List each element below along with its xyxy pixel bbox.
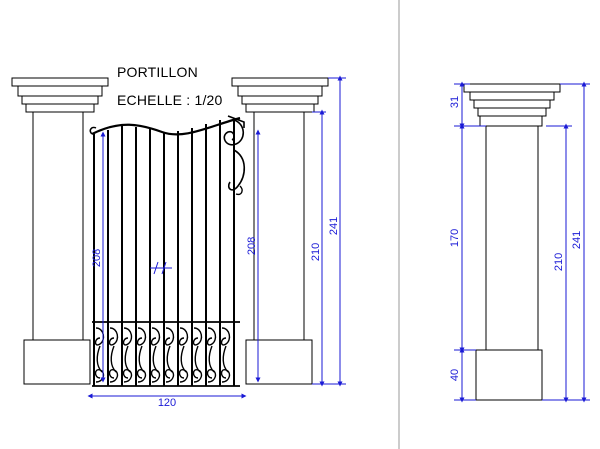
drawing-title: PORTILLON <box>117 64 198 80</box>
dim-side-shaft: 170 <box>449 229 461 247</box>
side-pillar-cap-band <box>469 91 555 101</box>
dim-side-cap: 31 <box>449 96 461 108</box>
gate-ornamental-panel <box>94 327 231 383</box>
gate <box>89 115 246 387</box>
left-pillar-cap-neck <box>21 95 99 105</box>
right-pillar-cap-band <box>237 85 323 97</box>
dim-total-height: 241 <box>328 217 340 235</box>
dim-side-total-height: 241 <box>571 231 583 249</box>
left-pillar <box>11 77 109 385</box>
gate-scroll <box>227 149 246 191</box>
gate-scroll <box>223 119 245 146</box>
dim-pillar-height: 210 <box>310 243 322 261</box>
front-dimensions <box>87 75 346 399</box>
gate-latch <box>150 261 172 275</box>
right-pillar-cap-top <box>231 77 329 87</box>
side-dimensions <box>454 81 590 403</box>
right-pillar-shaft <box>253 111 305 341</box>
gate-left-finial <box>89 126 97 135</box>
right-pillar-cap-lower <box>245 103 315 113</box>
side-pillar-cap-lower <box>477 107 547 117</box>
side-pillar <box>463 83 561 401</box>
side-pillar-cap-neck <box>473 99 551 109</box>
left-pillar-shaft <box>32 111 84 341</box>
dim-gate-left-height: 208 <box>91 249 103 267</box>
side-pillar-base <box>475 349 543 401</box>
side-pillar-shaft <box>485 125 539 351</box>
side-pillar-cap-bottom <box>479 115 543 127</box>
gate-scroll <box>235 185 243 196</box>
dim-side-base: 40 <box>449 369 461 381</box>
dim-side-pillar-height: 210 <box>553 253 565 271</box>
gate-top-rail <box>91 116 241 136</box>
left-pillar-base <box>23 339 91 385</box>
right-pillar-base <box>245 339 313 385</box>
dim-gate-width: 120 <box>158 397 176 409</box>
drawing-scale: ECHELLE : 1/20 <box>117 92 223 108</box>
gate-top-bracket <box>227 115 245 128</box>
side-pillar-cap-top <box>463 83 561 93</box>
left-pillar-cap-band <box>17 85 103 97</box>
left-pillar-cap-top <box>11 77 109 87</box>
right-pillar-cap-neck <box>241 95 319 105</box>
right-pillar <box>231 77 329 385</box>
dim-gate-right-height: 208 <box>246 237 258 255</box>
left-pillar-cap-lower <box>25 103 95 113</box>
